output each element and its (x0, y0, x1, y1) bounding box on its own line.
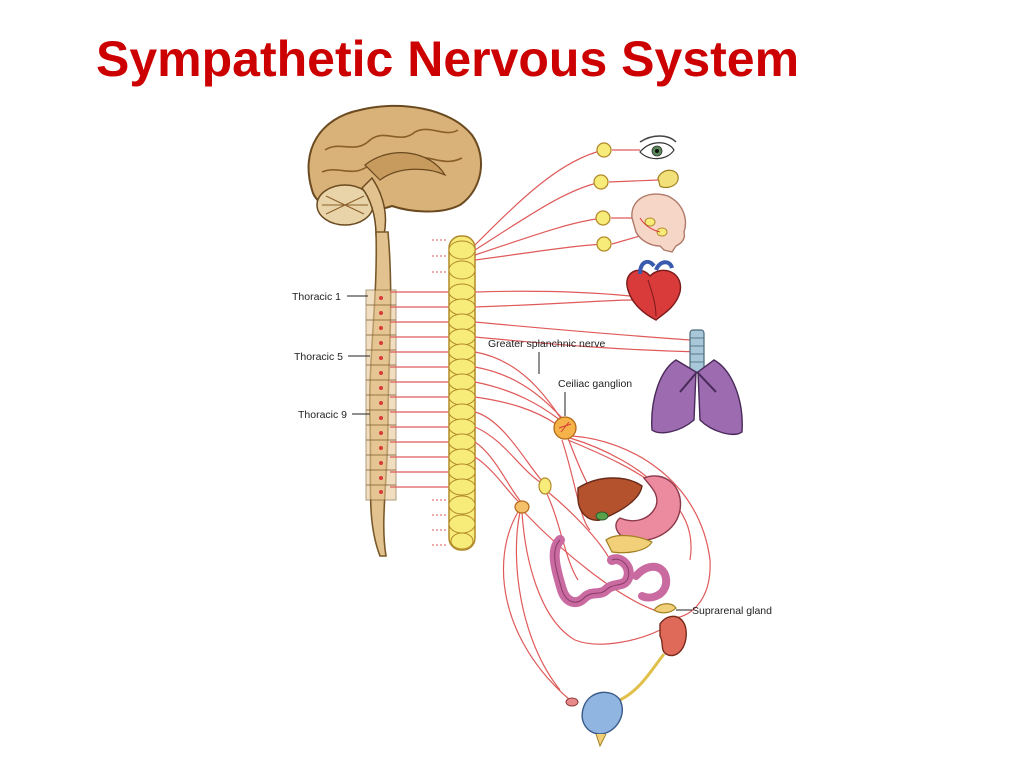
heart (626, 259, 682, 321)
splanchnic-label-group: Greater splanchnic nerve (488, 338, 605, 374)
liver (577, 477, 643, 521)
thoracic-labels: Thoracic 1 Thoracic 5 Thoracic 9 (292, 291, 370, 421)
suprarenal-gland (653, 603, 677, 614)
lacrimal-gland (657, 169, 679, 189)
head-profile (631, 193, 687, 253)
inferior-mesenteric-ganglion (514, 500, 530, 514)
submandibular-gland (656, 227, 668, 237)
otic-ganglion (596, 236, 612, 252)
brain (307, 104, 483, 236)
gallbladder (595, 511, 609, 521)
intestines (549, 535, 671, 608)
slide-title: Sympathetic Nervous System (96, 31, 800, 87)
celiac-ganglion (553, 416, 577, 440)
suprarenal-label-group: Suprarenal gland (676, 605, 772, 617)
pterygopalatine-ganglion (593, 174, 609, 190)
sympathetic-chain (432, 235, 476, 551)
pancreas (605, 534, 653, 554)
celiac-label-group: Ceiliac ganglion (558, 378, 632, 416)
preganglionic-fibers (390, 291, 450, 488)
lungs (651, 329, 743, 436)
peripheral-ganglia (593, 142, 612, 252)
spinal-cord (365, 231, 397, 557)
label-suprarenal-gland: Suprarenal gland (692, 605, 772, 617)
eye (639, 135, 677, 160)
stomach (615, 475, 682, 542)
ureter (619, 653, 666, 702)
label-celiac-ganglion: Ceiliac ganglion (558, 378, 632, 390)
superior-mesenteric-ganglion (538, 477, 552, 495)
label-thoracic-1: Thoracic 1 (292, 291, 341, 303)
parotid-gland (644, 217, 656, 227)
label-thoracic-5: Thoracic 5 (294, 351, 343, 363)
kidney (659, 615, 687, 657)
urinary-bladder (565, 691, 623, 748)
label-greater-splanchnic-nerve: Greater splanchnic nerve (488, 338, 605, 350)
ciliary-ganglion (596, 142, 612, 158)
trachea (689, 329, 705, 373)
label-thoracic-9: Thoracic 9 (298, 409, 347, 421)
submandibular-ganglion (595, 210, 611, 226)
